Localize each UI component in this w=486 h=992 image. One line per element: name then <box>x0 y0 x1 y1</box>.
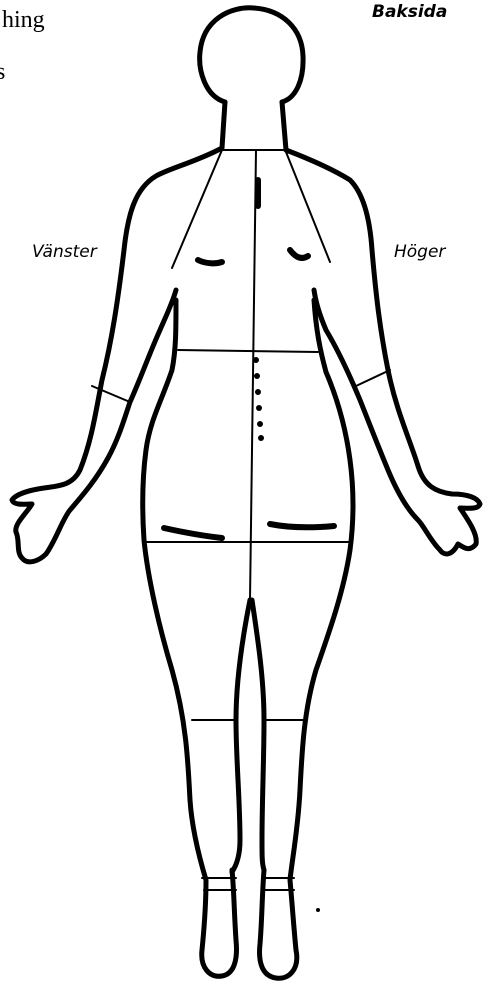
left-inner-leg-outline <box>232 600 250 872</box>
mark-right-shoulder-blade <box>290 250 308 258</box>
mark-dot-2 <box>254 373 260 379</box>
left-arm-and-torso-outline <box>12 148 222 562</box>
speck-right <box>316 908 320 912</box>
mark-left-buttock <box>164 528 222 538</box>
mark-left-shoulder-blade <box>198 260 222 263</box>
waist-seam <box>178 350 318 352</box>
mark-dot-4 <box>256 405 262 411</box>
left-hip-leg-outline <box>143 300 237 976</box>
right-inner-leg-outline <box>252 600 264 870</box>
mark-dot-5 <box>257 421 263 427</box>
right-hip-leg-outline <box>260 300 353 978</box>
mark-right-buttock <box>270 524 334 527</box>
head-outline <box>200 8 303 102</box>
mark-dot-6 <box>258 435 264 441</box>
neck-outline <box>222 102 286 150</box>
mark-dot-3 <box>255 389 261 395</box>
right-elbow-seam <box>356 370 390 386</box>
mark-dot-1 <box>253 357 259 363</box>
